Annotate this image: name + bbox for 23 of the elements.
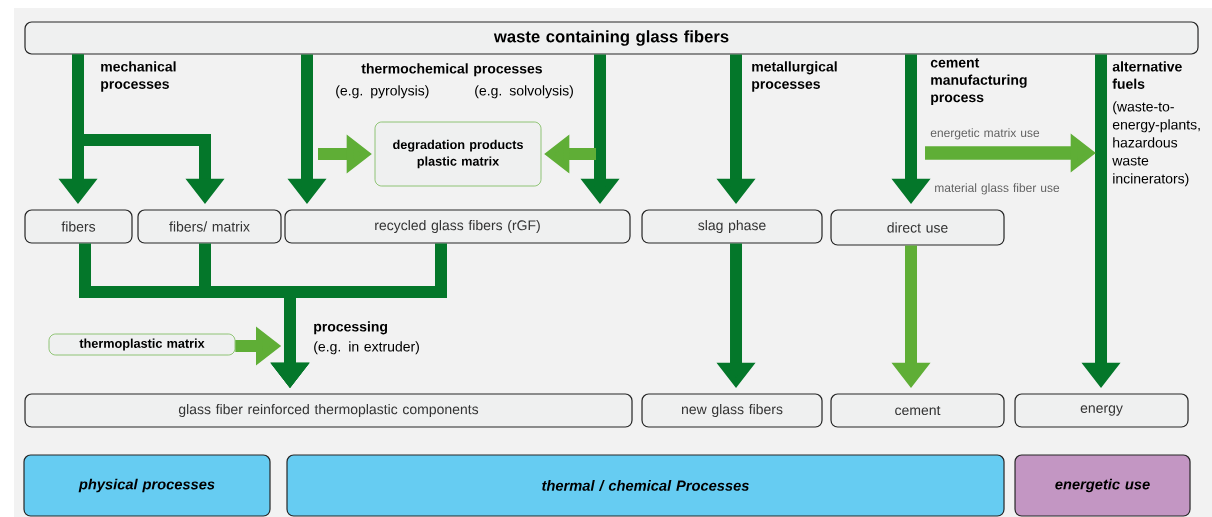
category-band: thermal / chemical Processes: [286, 454, 1005, 517]
process-box: degradation products plastic matrix: [374, 121, 542, 187]
process-box: fibers/ matrix: [137, 209, 282, 244]
process-box: recycled glass fibers (rGF): [284, 209, 631, 244]
process-box: thermoplastic matrix: [48, 333, 236, 356]
process-box: waste containing glass fibers: [24, 21, 1199, 55]
process-box: fibers: [24, 209, 133, 244]
annotation-text: alternative fuels: [1112, 61, 1182, 89]
annotation-text: (e.g. solvolysis): [475, 85, 573, 99]
annotation-text: (waste-to-energy-plants, hazardous waste incinerators): [1112, 101, 1200, 187]
annotation-text: energetic matrix use: [930, 128, 1040, 140]
category-band: energetic use: [1014, 454, 1191, 517]
annotation-text: material glass fiber use: [935, 183, 1060, 195]
process-box: glass fiber reinforced thermoplastic components: [24, 393, 633, 428]
process-box: new glass fibers: [641, 393, 823, 428]
process-box: slag phase: [641, 209, 823, 244]
annotation-text: (e.g. pyrolysis): [336, 85, 429, 99]
process-box: direct use: [830, 209, 1005, 246]
process-box: cement: [830, 393, 1005, 428]
category-band: physical processes: [23, 454, 271, 517]
process-box: energy: [1014, 393, 1189, 428]
annotation-text: processing: [314, 321, 387, 335]
annotation-text: (e.g. in extruder): [314, 341, 419, 355]
